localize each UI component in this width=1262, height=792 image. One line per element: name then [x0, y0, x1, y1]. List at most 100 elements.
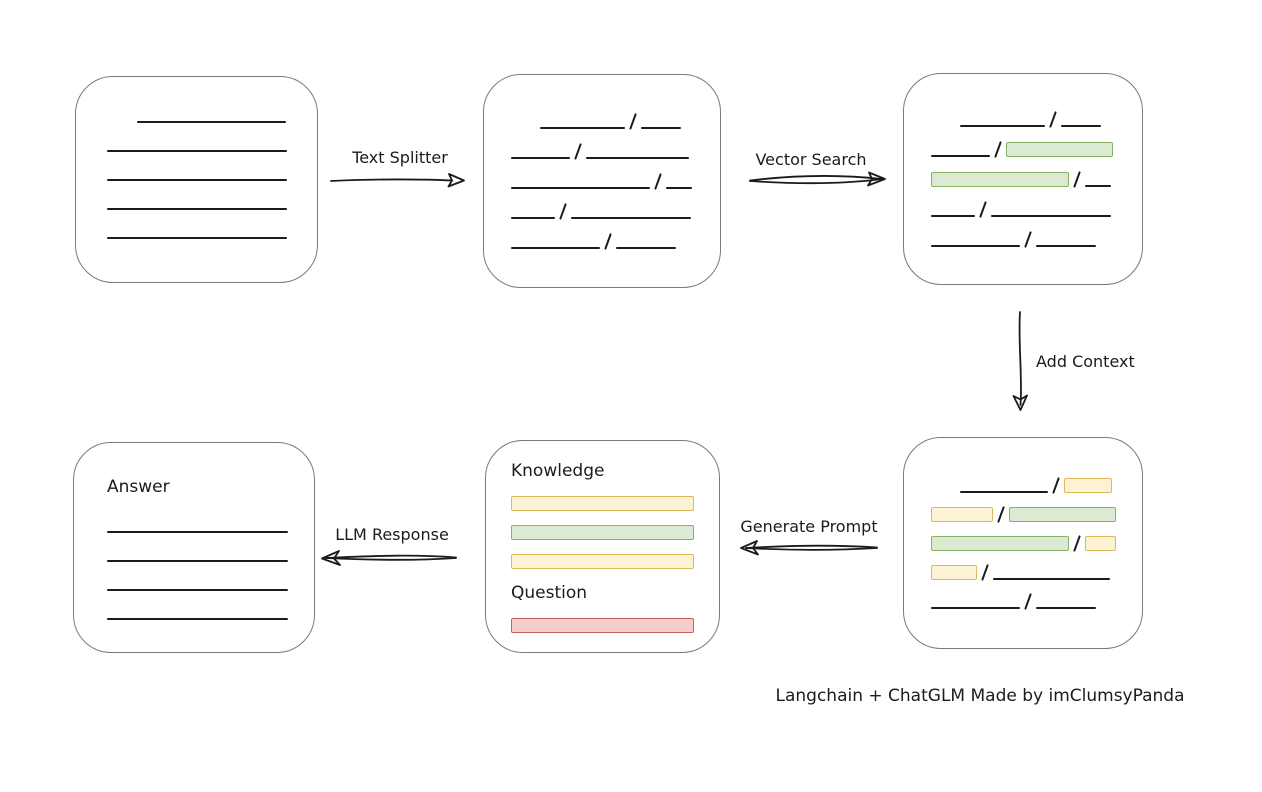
- box-row: [511, 233, 690, 250]
- box-row: [931, 564, 1112, 581]
- highlight-bar-yellow: [931, 507, 993, 522]
- box-row: [511, 173, 692, 190]
- text-line: [571, 217, 691, 219]
- box-row: Question: [511, 582, 692, 604]
- slash-separator: [604, 233, 612, 250]
- llm-response-label: LLM Response: [335, 525, 449, 544]
- box-row: Answer: [107, 476, 283, 498]
- text-line: [107, 617, 288, 620]
- highlight-bar-yellow: [1085, 536, 1116, 551]
- text-line: [931, 245, 1020, 247]
- generate-prompt-arrow: [740, 540, 878, 556]
- highlight-bar-red: [511, 618, 694, 633]
- highlight-bar-green: [511, 525, 694, 540]
- box-row: [107, 120, 286, 123]
- text-line: [586, 157, 689, 159]
- box-vector-search-results: [903, 73, 1143, 285]
- box-row: [931, 477, 1112, 494]
- box-row: [511, 143, 690, 160]
- box-row: [931, 535, 1116, 552]
- box-row: [931, 111, 1112, 128]
- box-row: [511, 203, 691, 220]
- box-label: Answer: [107, 476, 170, 497]
- text-line: [511, 217, 555, 219]
- highlight-bar-yellow: [511, 554, 694, 569]
- text-line: [1061, 125, 1101, 127]
- vector-search-arrow: [749, 171, 886, 187]
- text-line: [993, 578, 1110, 580]
- box-row: [511, 495, 694, 511]
- text-line: [511, 157, 570, 159]
- slash-separator: [1049, 111, 1057, 128]
- slash-separator: [654, 173, 662, 190]
- text-line: [107, 588, 288, 591]
- highlight-bar-yellow: [1064, 478, 1112, 493]
- box-row: [107, 588, 288, 591]
- text-line: [107, 530, 288, 533]
- box-row: [931, 201, 1112, 218]
- vector-search-label: Vector Search: [755, 150, 867, 169]
- slash-separator: [574, 143, 582, 160]
- text-line: [931, 155, 990, 157]
- text-line: [1036, 245, 1096, 247]
- arrow-head-left-icon: [740, 540, 759, 556]
- text-line: [666, 187, 692, 189]
- arrow-body: [330, 178, 453, 182]
- add-context-arrow: [1012, 311, 1028, 411]
- box-row: [931, 141, 1113, 158]
- arrow-head-left-icon: [321, 550, 341, 566]
- text-line: [540, 127, 625, 129]
- text-line: [616, 247, 676, 249]
- footer-credit: Langchain + ChatGLM Made by imClumsyPand…: [775, 686, 1185, 706]
- arrow-body: [749, 178, 883, 185]
- arrow-body: [325, 557, 457, 561]
- text-line: [960, 491, 1048, 493]
- spacer: [511, 128, 540, 129]
- box-row: [107, 207, 287, 210]
- box-label: Question: [511, 583, 588, 603]
- arrow-head-right-icon: [447, 173, 465, 188]
- slash-separator: [997, 506, 1005, 523]
- slash-separator: [981, 564, 989, 581]
- box-row: [107, 149, 287, 152]
- box-row: [107, 178, 287, 181]
- arrow-body: [325, 554, 457, 559]
- spacer: [931, 492, 960, 493]
- box-added-context: [903, 437, 1143, 649]
- box-row: [511, 524, 694, 540]
- slash-separator: [1073, 171, 1081, 188]
- text-line: [107, 236, 287, 239]
- box-row: [107, 559, 288, 562]
- text-line: [931, 607, 1020, 609]
- text-line: [960, 125, 1045, 127]
- slash-separator: [979, 201, 987, 218]
- text-line: [107, 149, 287, 152]
- box-row: [931, 506, 1116, 523]
- box-row: [107, 236, 287, 239]
- arrow-head-down-icon: [1012, 394, 1028, 411]
- text-line: [511, 187, 650, 189]
- arrow-body: [745, 547, 878, 551]
- slash-separator: [1073, 535, 1081, 552]
- arrow-body: [745, 544, 878, 549]
- highlight-bar-yellow: [931, 565, 977, 580]
- box-row: Knowledge: [511, 460, 692, 482]
- slash-separator: [994, 141, 1002, 158]
- box-row: [931, 171, 1112, 188]
- text-line: [1036, 607, 1096, 609]
- box-row: [931, 231, 1112, 248]
- text-line: [137, 120, 286, 123]
- spacer: [107, 122, 137, 123]
- highlight-bar-yellow: [511, 496, 694, 511]
- box-row: [107, 617, 288, 620]
- text-line: [511, 247, 600, 249]
- box-row: [107, 530, 288, 533]
- text-line: [931, 215, 975, 217]
- box-label: Knowledge: [511, 461, 605, 481]
- spacer: [931, 126, 960, 127]
- add-context-label: Add Context: [1036, 352, 1135, 371]
- highlight-bar-green: [931, 172, 1069, 187]
- text-line: [1085, 185, 1111, 187]
